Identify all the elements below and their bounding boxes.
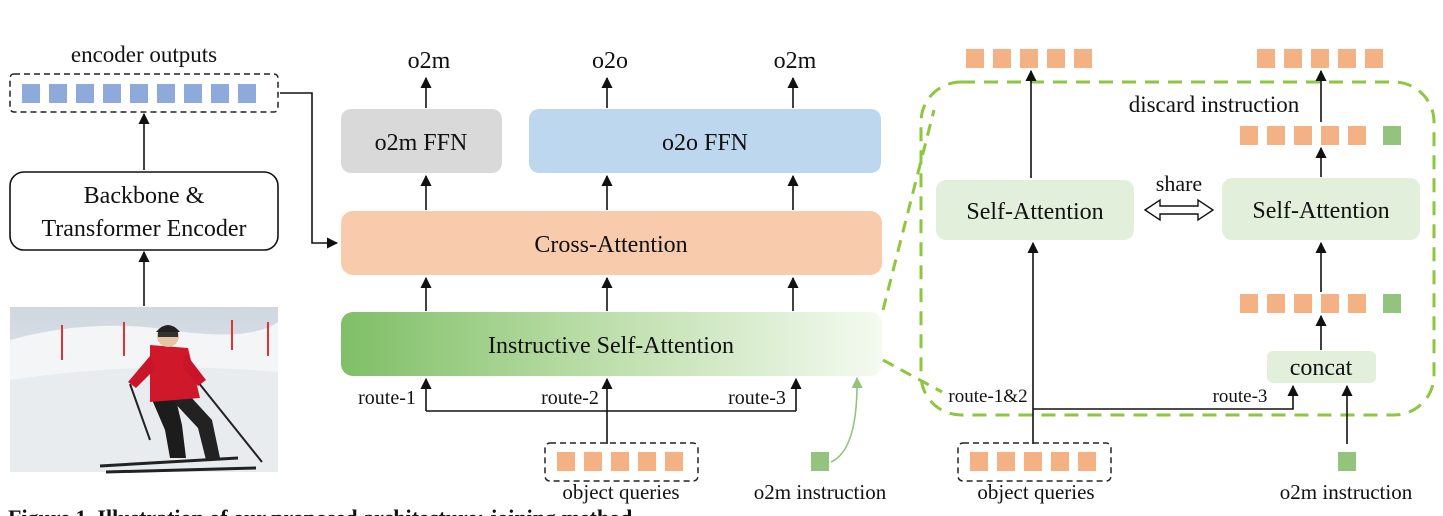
zoom-line-bottom — [882, 358, 943, 394]
detail-o2m-instruction-label: o2m instruction — [1280, 480, 1413, 504]
detail-output-tokens-left — [966, 49, 1092, 68]
detail-tokens-after-concat — [1240, 294, 1401, 313]
backbone-label-line2: Transformer Encoder — [41, 216, 246, 242]
detail-object-query-tokens — [970, 452, 1096, 471]
object-queries-label: object queries — [562, 480, 679, 504]
connector-encoder-to-cross-attention — [280, 92, 339, 249]
decoder-output-o2m-left: o2m — [408, 48, 451, 74]
concat-label: concat — [1290, 355, 1353, 381]
share-double-arrow — [1143, 198, 1215, 222]
route-1-label: route-1 — [358, 387, 416, 409]
backbone-box — [9, 171, 279, 251]
concat-box — [1267, 351, 1376, 383]
o2m-ffn-box — [341, 109, 502, 173]
self-attention-left-box — [936, 180, 1134, 240]
route-3-label: route-3 — [728, 387, 786, 409]
route-3-detail-arrow — [1033, 384, 1299, 410]
self-attention-left-label: Self-Attention — [966, 199, 1103, 225]
decoder-output-o2o: o2o — [592, 48, 628, 74]
input-image-skier — [10, 307, 278, 474]
object-queries-box — [544, 442, 699, 482]
detail-dashed-region — [919, 80, 1436, 417]
route-1-2-label: route-1&2 — [948, 386, 1027, 407]
cross-attention-label: Cross-Attention — [534, 232, 687, 258]
decoder-output-o2m-right: o2m — [774, 48, 817, 74]
detail-object-queries-box — [957, 442, 1112, 482]
encoder-outputs-box — [9, 73, 279, 113]
encoder-output-tokens — [22, 84, 256, 103]
detail-o2m-instruction-token — [1338, 452, 1356, 471]
detail-tokens-after-sa — [1240, 126, 1401, 145]
self-attention-right-box — [1222, 178, 1420, 240]
route-3-detail-label: route-3 — [1213, 386, 1268, 407]
figure-caption-partial: Figure 1. Illustration of our proposed a… — [8, 505, 632, 516]
o2o-ffn-label: o2o FFN — [662, 130, 748, 156]
share-label: share — [1156, 171, 1202, 196]
o2m-ffn-label: o2m FFN — [375, 130, 468, 156]
detail-object-queries-label: object queries — [977, 480, 1094, 504]
backbone-label-line1: Backbone & — [84, 183, 205, 209]
instructive-self-attention-box — [341, 312, 882, 376]
o2m-instruction-token — [811, 452, 829, 471]
o2m-instruction-label: o2m instruction — [754, 480, 887, 504]
o2o-ffn-box — [529, 109, 881, 173]
self-attention-right-label: Self-Attention — [1252, 198, 1389, 224]
route-2-label: route-2 — [541, 387, 599, 409]
instructive-self-attention-label: Instructive Self-Attention — [488, 333, 734, 359]
cross-attention-box — [341, 211, 882, 275]
o2m-instruction-curve — [830, 376, 863, 463]
detail-output-tokens-right — [1257, 49, 1383, 68]
encoder-outputs-label: encoder outputs — [71, 42, 217, 67]
discard-instruction-label: discard instruction — [1129, 92, 1300, 117]
zoom-line-top — [881, 109, 936, 311]
object-query-tokens — [557, 452, 683, 471]
